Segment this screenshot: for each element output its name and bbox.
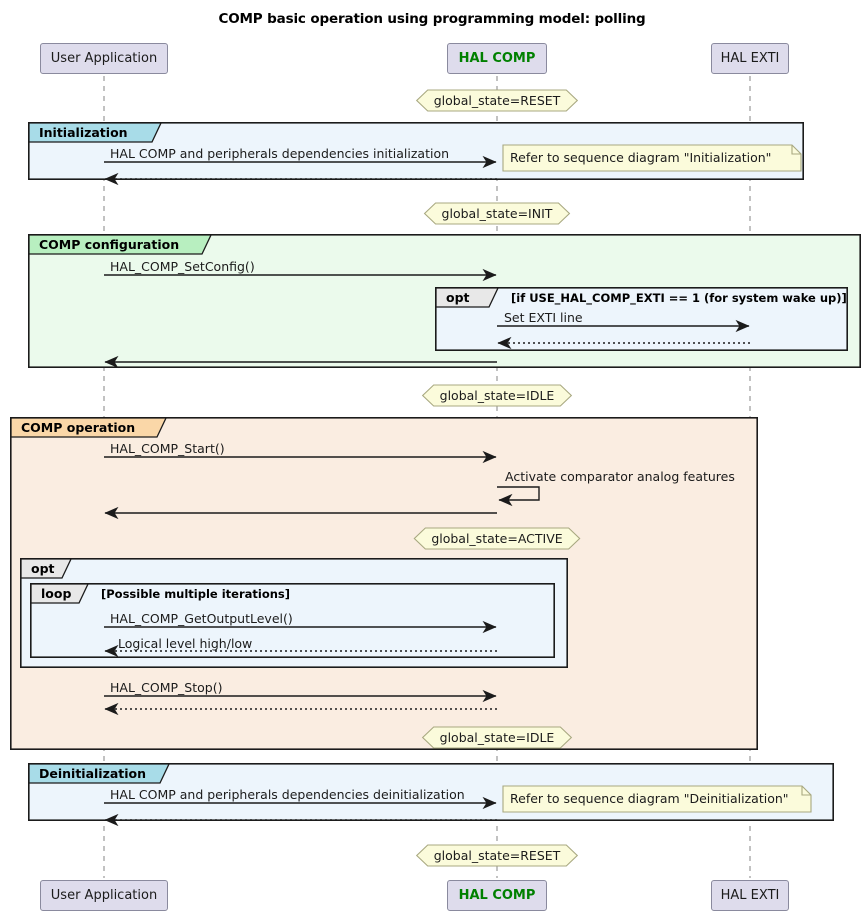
- fragment-loop-iterations-condition: [Possible multiple iterations]: [101, 587, 291, 601]
- state-reset-bottom-shape: [415, 844, 579, 867]
- participant-hal-comp-top[interactable]: HAL COMP: [447, 43, 547, 74]
- fragment-loop-iterations-border: [29, 582, 556, 658]
- note-refer-initialization-shape: [502, 144, 802, 172]
- note-refer-deinitialization-fold: [801, 786, 811, 796]
- message-comp-start-label: HAL_COMP_Start(): [110, 441, 225, 456]
- participant-hal-exti-top[interactable]: HAL EXTI: [711, 43, 789, 74]
- state-reset-bottom: global_state=RESET: [433, 848, 561, 863]
- message-init-request-label: HAL COMP and peripherals dependencies in…: [110, 146, 450, 161]
- state-reset-top: global_state=RESET: [433, 93, 561, 108]
- message-set-exti-line-label: Set EXTI line: [504, 310, 583, 325]
- fragment-loop-iterations-label-tab: [30, 583, 90, 604]
- state-active-shape: [413, 527, 581, 550]
- participant-user-application-bottom[interactable]: User Application: [40, 880, 168, 911]
- fragment-opt-polling-label: opt: [31, 561, 55, 576]
- fragment-comp-operation-label-tab: [10, 417, 168, 438]
- diagram-title: COMP basic operation using programming m…: [218, 11, 646, 27]
- state-idle-after-config: global_state=IDLE: [439, 388, 555, 403]
- fragment-opt-polling-label-tab: [20, 558, 73, 579]
- note-refer-deinitialization-text: Refer to sequence diagram "Deinitializat…: [510, 791, 789, 806]
- fragment-initialization-label: Initialization: [39, 125, 128, 140]
- state-idle-after-stop: global_state=IDLE: [439, 730, 555, 745]
- participant-hal-exti-bottom[interactable]: HAL EXTI: [711, 880, 789, 911]
- state-active: global_state=ACTIVE: [431, 531, 563, 546]
- note-refer-initialization-text: Refer to sequence diagram "Initializatio…: [510, 150, 772, 165]
- participant-user-application-top[interactable]: User Application: [40, 43, 168, 74]
- fragment-opt-exti-label: opt: [446, 290, 470, 305]
- fragment-opt-polling-border: [19, 557, 569, 668]
- note-refer-initialization-fold: [791, 145, 801, 155]
- fragment-comp-configuration-label: COMP configuration: [39, 237, 180, 252]
- fragment-opt-exti-border: [434, 286, 848, 351]
- message-logical-level-return-label: Logical level high/low: [118, 636, 253, 651]
- fragment-opt-exti-condition: [if USE_HAL_COMP_EXTI == 1 (for system w…: [511, 291, 847, 305]
- fragment-deinitialization-label: Deinitialization: [39, 766, 147, 781]
- self-message-activate-comparator-label: Activate comparator analog features: [505, 469, 735, 484]
- state-init-shape: [423, 202, 571, 225]
- fragment-deinitialization-label-tab: [28, 763, 171, 784]
- message-deinit-request-label: HAL COMP and peripherals dependencies de…: [110, 787, 465, 802]
- fragment-comp-operation-border: [10, 416, 759, 750]
- state-reset-top-shape: [415, 89, 579, 112]
- fragment-comp-operation-label: COMP operation: [21, 420, 136, 435]
- fragment-opt-exti-label-tab: [435, 287, 500, 308]
- message-setconfig-label: HAL_COMP_SetConfig(): [110, 259, 255, 274]
- state-idle-after-stop-shape: [421, 726, 573, 749]
- message-comp-stop-label: HAL_COMP_Stop(): [110, 680, 223, 695]
- fragment-comp-configuration-border: [27, 234, 862, 368]
- message-get-output-level-label: HAL_COMP_GetOutputLevel(): [110, 611, 293, 626]
- self-message-activate-comparator: [497, 486, 540, 507]
- fragment-comp-configuration-label-tab: [28, 234, 213, 255]
- fragment-loop-iterations-label: loop: [41, 586, 72, 601]
- participant-hal-comp-bottom[interactable]: HAL COMP: [447, 880, 547, 911]
- fragment-initialization-label-tab: [28, 122, 163, 143]
- note-refer-deinitialization-shape: [502, 785, 812, 813]
- state-init: global_state=INIT: [441, 206, 553, 221]
- state-idle-after-config-shape: [421, 384, 573, 407]
